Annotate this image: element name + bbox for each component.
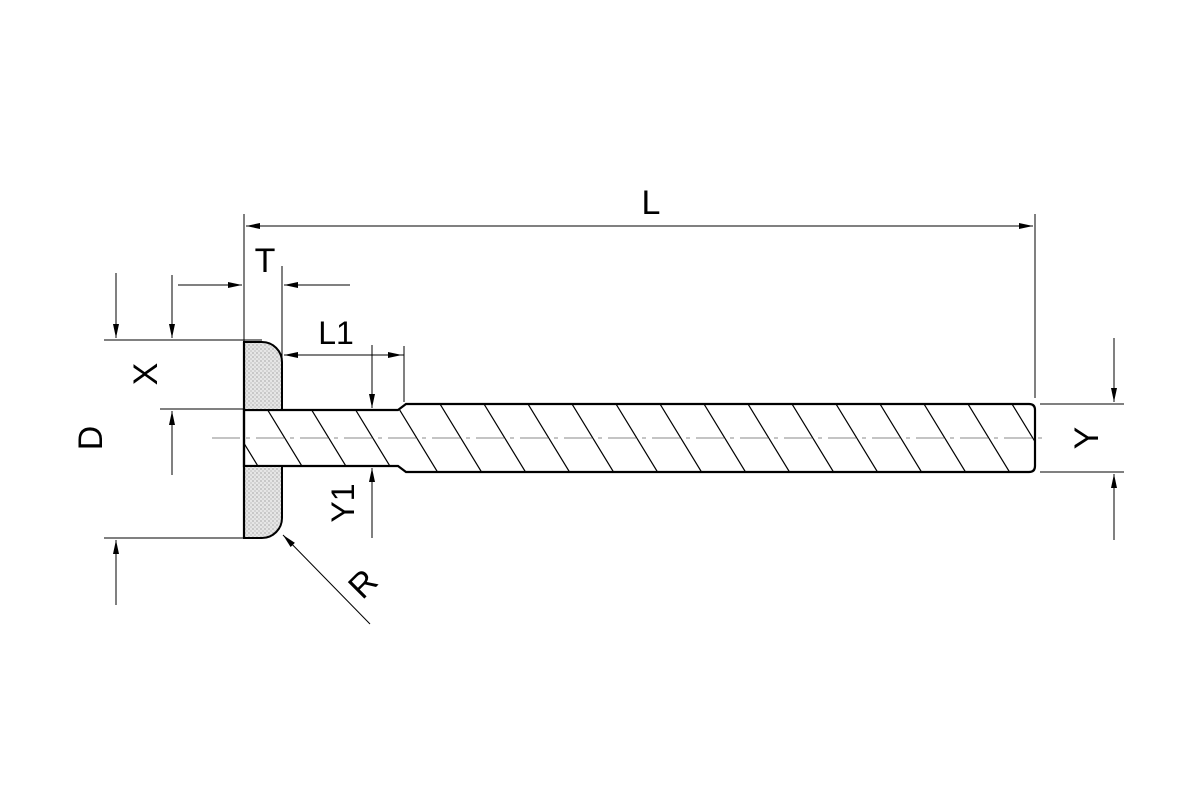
label-L: L [642, 184, 661, 222]
dimension-L1 [284, 346, 405, 402]
dimension-R [282, 534, 371, 625]
abrasive-wheel-lower [243, 465, 283, 539]
label-L1: L1 [318, 315, 354, 351]
dimension-L [243, 214, 1036, 398]
label-T: T [255, 242, 276, 280]
label-D: D [72, 426, 110, 451]
dimension-D [104, 273, 262, 605]
shank-body [242, 402, 1037, 474]
dimension-Y [1040, 338, 1124, 540]
dimension-X [104, 275, 262, 475]
abrasive-wheel-upper [243, 341, 283, 411]
label-X: X [127, 363, 165, 386]
label-Y: Y [1068, 427, 1106, 450]
label-Y1: Y1 [325, 483, 361, 522]
label-R: R [341, 562, 385, 606]
dimension-T [178, 266, 350, 362]
